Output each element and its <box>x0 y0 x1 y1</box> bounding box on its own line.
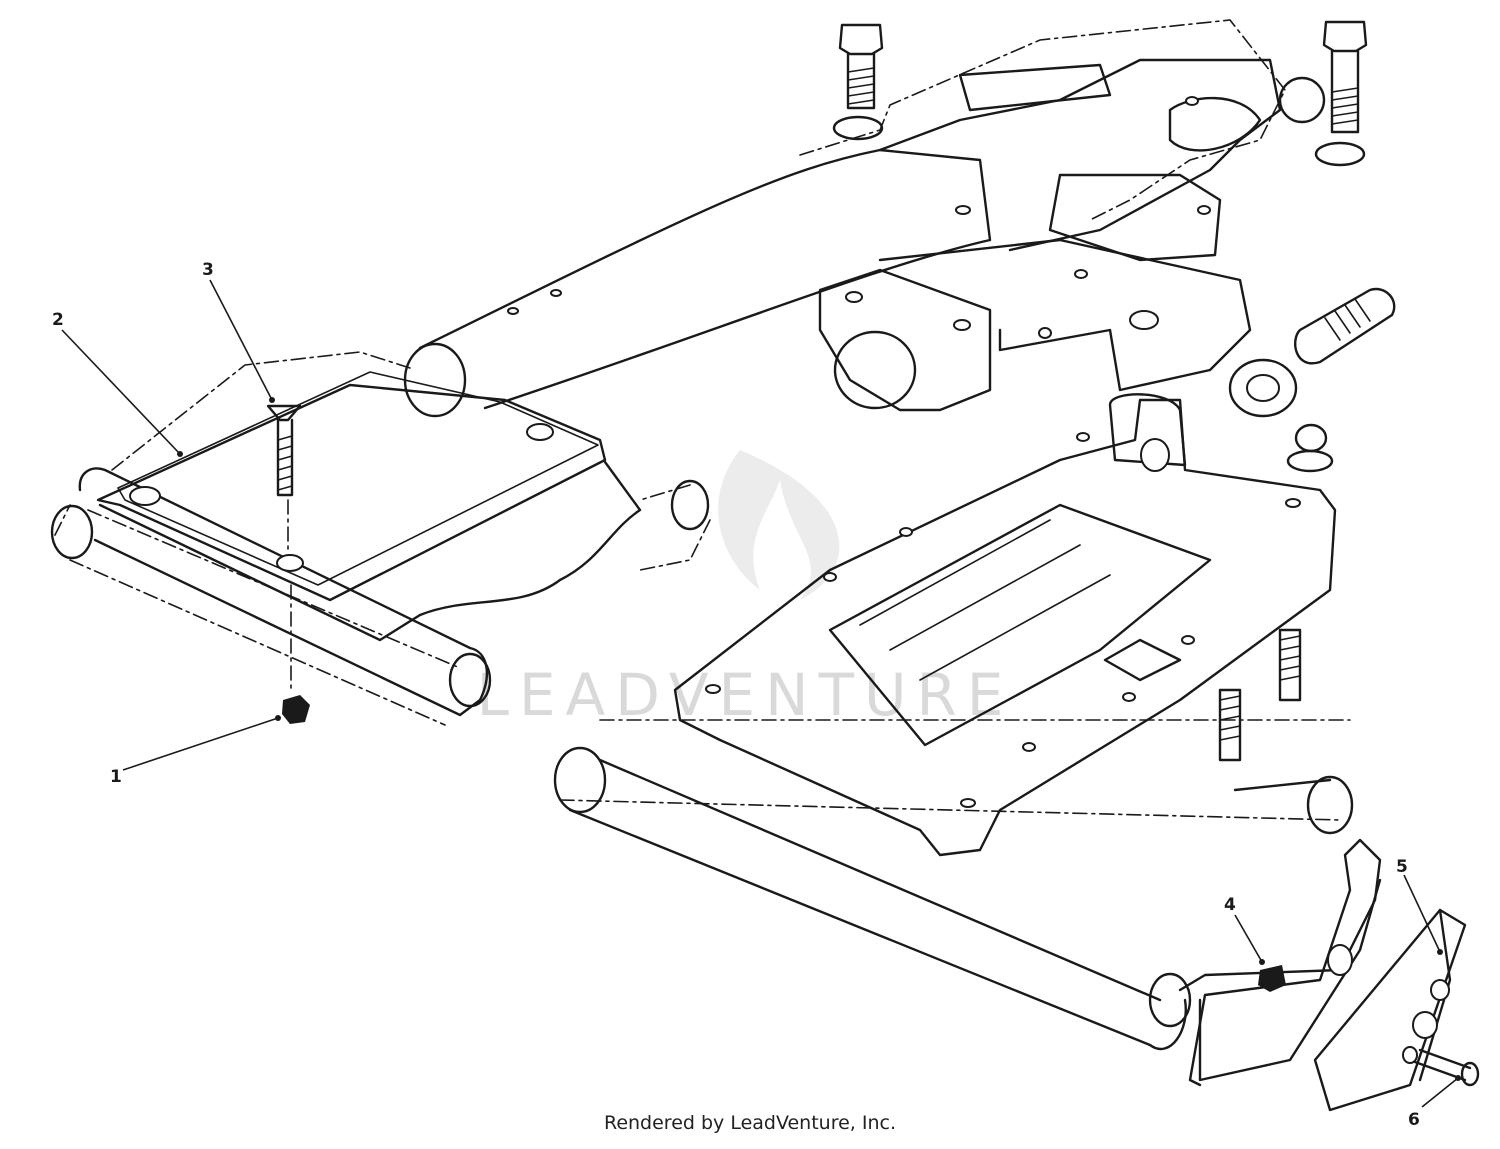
callout-6: 6 <box>1408 1110 1420 1130</box>
flat-head-screw-3 <box>266 404 302 551</box>
callout-2: 2 <box>52 310 64 330</box>
watermark-flame-icon <box>718 450 840 600</box>
upper-pivot-casting <box>799 19 1326 252</box>
footer-credit: Rendered by LeadVenture, Inc. <box>603 1112 897 1134</box>
left-top-bolt <box>832 23 884 141</box>
right-top-bolt <box>1314 20 1368 167</box>
kingpin-housing <box>818 173 1252 412</box>
pivot-pin <box>1228 287 1396 473</box>
callout-1: 1 <box>110 767 122 787</box>
callout-4: 4 <box>1224 895 1236 915</box>
drawbar-plate <box>1313 908 1467 1112</box>
callout-3: 3 <box>202 260 214 280</box>
hitch-bracket <box>1178 838 1382 1087</box>
lock-nut-1 <box>282 584 310 724</box>
lower-frame <box>673 393 1337 857</box>
callout-5: 5 <box>1396 857 1408 877</box>
callout-leaders <box>61 279 1461 1108</box>
lower-axle-tube <box>553 719 1354 1051</box>
front-axle-arm <box>403 148 992 418</box>
lock-nut-4 <box>1258 965 1286 992</box>
axle-mount-plate <box>96 351 642 642</box>
watermark-text: LEADVENTURE <box>477 661 1014 729</box>
watermark: LEADVENTURE <box>477 450 1014 729</box>
u-bolt <box>1218 628 1302 762</box>
